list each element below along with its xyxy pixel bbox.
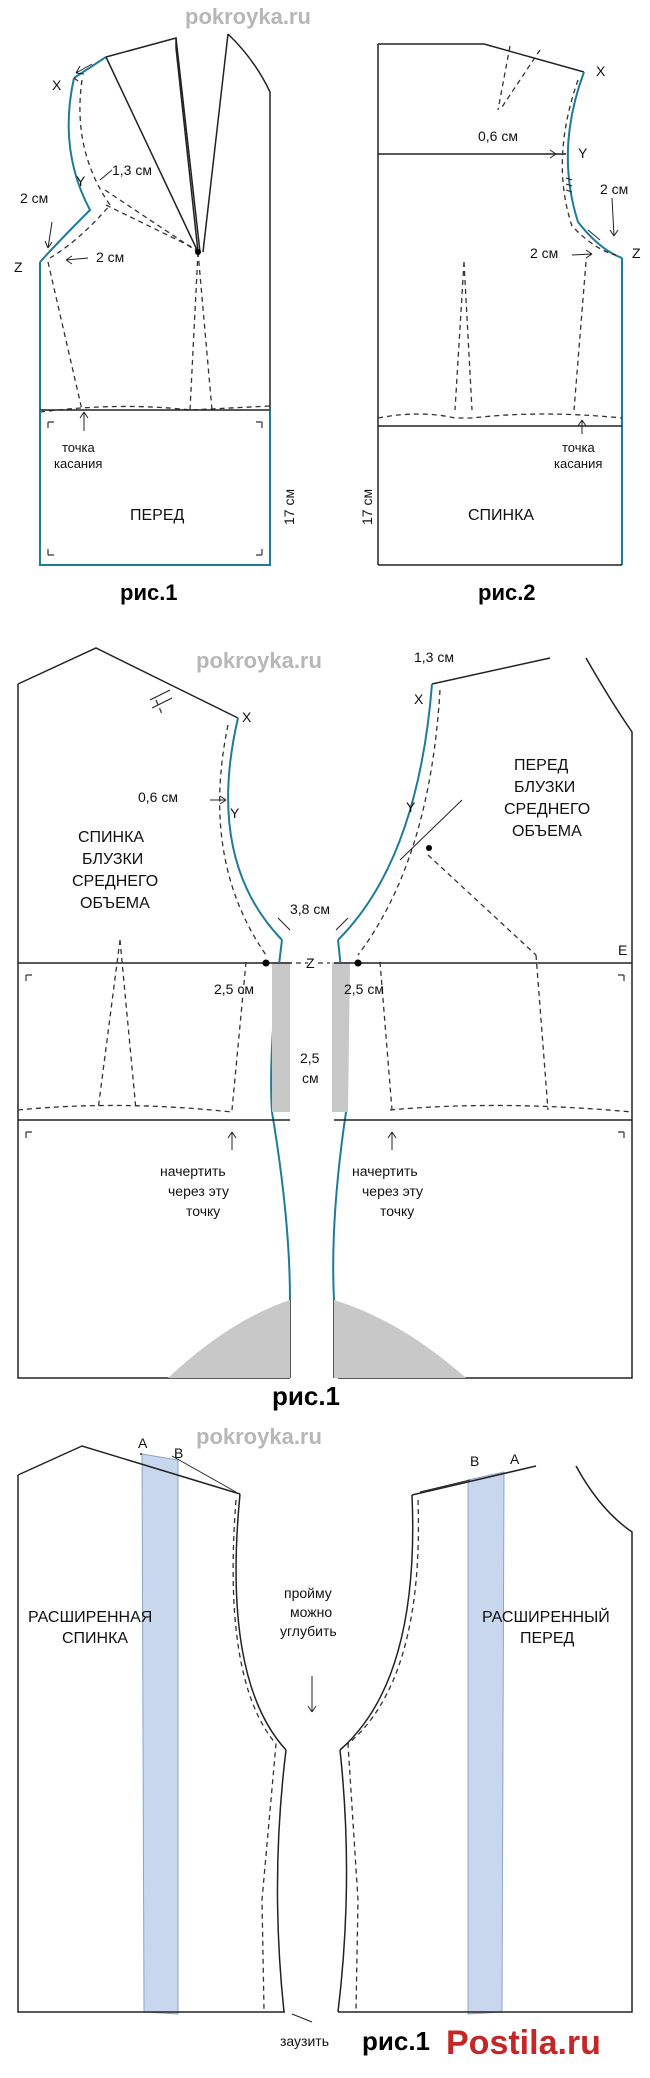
figure-caption-blouse: рис.1 (272, 1381, 340, 1411)
widened-deepen-3: углубить (280, 1623, 337, 1639)
front-dim-1-3: 1,3 см (112, 162, 152, 178)
blouse-back-title-2: БЛУЗКИ (82, 851, 143, 868)
front-point-y: Y (76, 173, 86, 189)
widened-back-point-a: A (138, 1435, 148, 1451)
blouse-front-title-3: СРЕДНЕГО (504, 801, 590, 818)
back-point-y: Y (578, 145, 588, 161)
widened-pattern (17, 1445, 633, 2023)
front-touch-label-1: точка (62, 440, 95, 455)
widened-deepen-1: пройму (284, 1585, 332, 1601)
blouse-back-point-x: X (242, 709, 252, 725)
blouse-draw-left-2: через эту (168, 1183, 229, 1199)
widened-front-title-2: ПЕРЕД (520, 1630, 575, 1647)
front-point-x: X (52, 77, 62, 93)
blouse-dim-2-5-mid-unit: см (302, 1070, 319, 1086)
front-title: ПЕРЕД (130, 507, 185, 524)
widened-back-point-b: B (174, 1445, 183, 1461)
back-title: СПИНКА (468, 507, 534, 524)
back-dim-0-6: 0,6 см (478, 128, 518, 144)
blouse-front-title-2: БЛУЗКИ (514, 779, 575, 796)
blouse-dim-0-6: 0,6 см (138, 789, 178, 805)
back-touch-label-2: касания (554, 456, 602, 471)
blouse-dim-2-5-right: 2,5 см (344, 981, 384, 997)
blouse-front-title-1: ПЕРЕД (514, 757, 569, 774)
back-dim-2-left: 2 см (530, 245, 558, 261)
brand-watermark: Postila.ru (446, 2024, 601, 2062)
back-height: 17 см (359, 489, 375, 525)
blouse-dim-2-5-left: 2,5 см (214, 981, 254, 997)
figure-caption-2: рис.2 (478, 580, 536, 605)
blouse-draw-right-1: начертить (352, 1163, 418, 1179)
blouse-point-e: E (618, 942, 627, 958)
figure-caption-1: рис.1 (120, 580, 178, 605)
front-point-z: Z (14, 259, 23, 275)
blouse-front-title-4: ОБЪЕМА (512, 823, 582, 840)
back-dim-2-right: 2 см (600, 181, 628, 197)
blouse-draw-left-1: начертить (160, 1163, 226, 1179)
blouse-draw-right-3: точку (380, 1203, 414, 1219)
watermark-bottom: pokroyka.ru (196, 1424, 322, 1449)
figure-caption-widened: рис.1 (362, 2026, 430, 2056)
front-bodice-pattern (39, 33, 271, 566)
front-height: 17 см (281, 489, 297, 525)
blouse-dim-3-8: 3,8 см (290, 901, 330, 917)
back-point-x: X (596, 63, 606, 79)
blouse-draw-left-3: точку (186, 1203, 220, 1219)
blouse-back-point-y: Y (230, 805, 240, 821)
widened-front-point-a: A (510, 1451, 520, 1467)
widened-back-title-2: СПИНКА (62, 1630, 128, 1647)
widened-narrow: заузить (280, 2033, 329, 2049)
blouse-pattern (17, 647, 633, 1379)
widened-front-title-1: РАСШИРЕННЫЙ (482, 1607, 610, 1626)
front-dim-2-right: 2 см (96, 249, 124, 265)
watermark-top: pokroyka.ru (185, 4, 311, 29)
blouse-back-title-3: СРЕДНЕГО (72, 873, 158, 890)
blouse-dim-2-5-mid-value: 2,5 (300, 1050, 320, 1066)
watermark-middle: pokroyka.ru (196, 648, 322, 673)
widened-front-point-b: B (470, 1453, 479, 1469)
widened-deepen-2: можно (290, 1604, 332, 1620)
blouse-back-title-1: СПИНКА (78, 829, 144, 846)
blouse-front-point-x: X (414, 691, 424, 707)
blouse-back-title-4: ОБЪЕМА (80, 895, 150, 912)
blouse-point-z: Z (306, 955, 315, 971)
front-dim-2-left: 2 см (20, 190, 48, 206)
blouse-dim-1-3: 1,3 см (414, 649, 454, 665)
blouse-front-point-y: Y (406, 799, 416, 815)
widened-back-title-1: РАСШИРЕННАЯ (28, 1609, 152, 1626)
front-touch-label-2: касания (54, 456, 102, 471)
blouse-draw-right-2: через эту (362, 1183, 423, 1199)
back-bodice-pattern (377, 43, 623, 566)
back-point-z: Z (632, 245, 641, 261)
back-touch-label-1: точка (562, 440, 595, 455)
